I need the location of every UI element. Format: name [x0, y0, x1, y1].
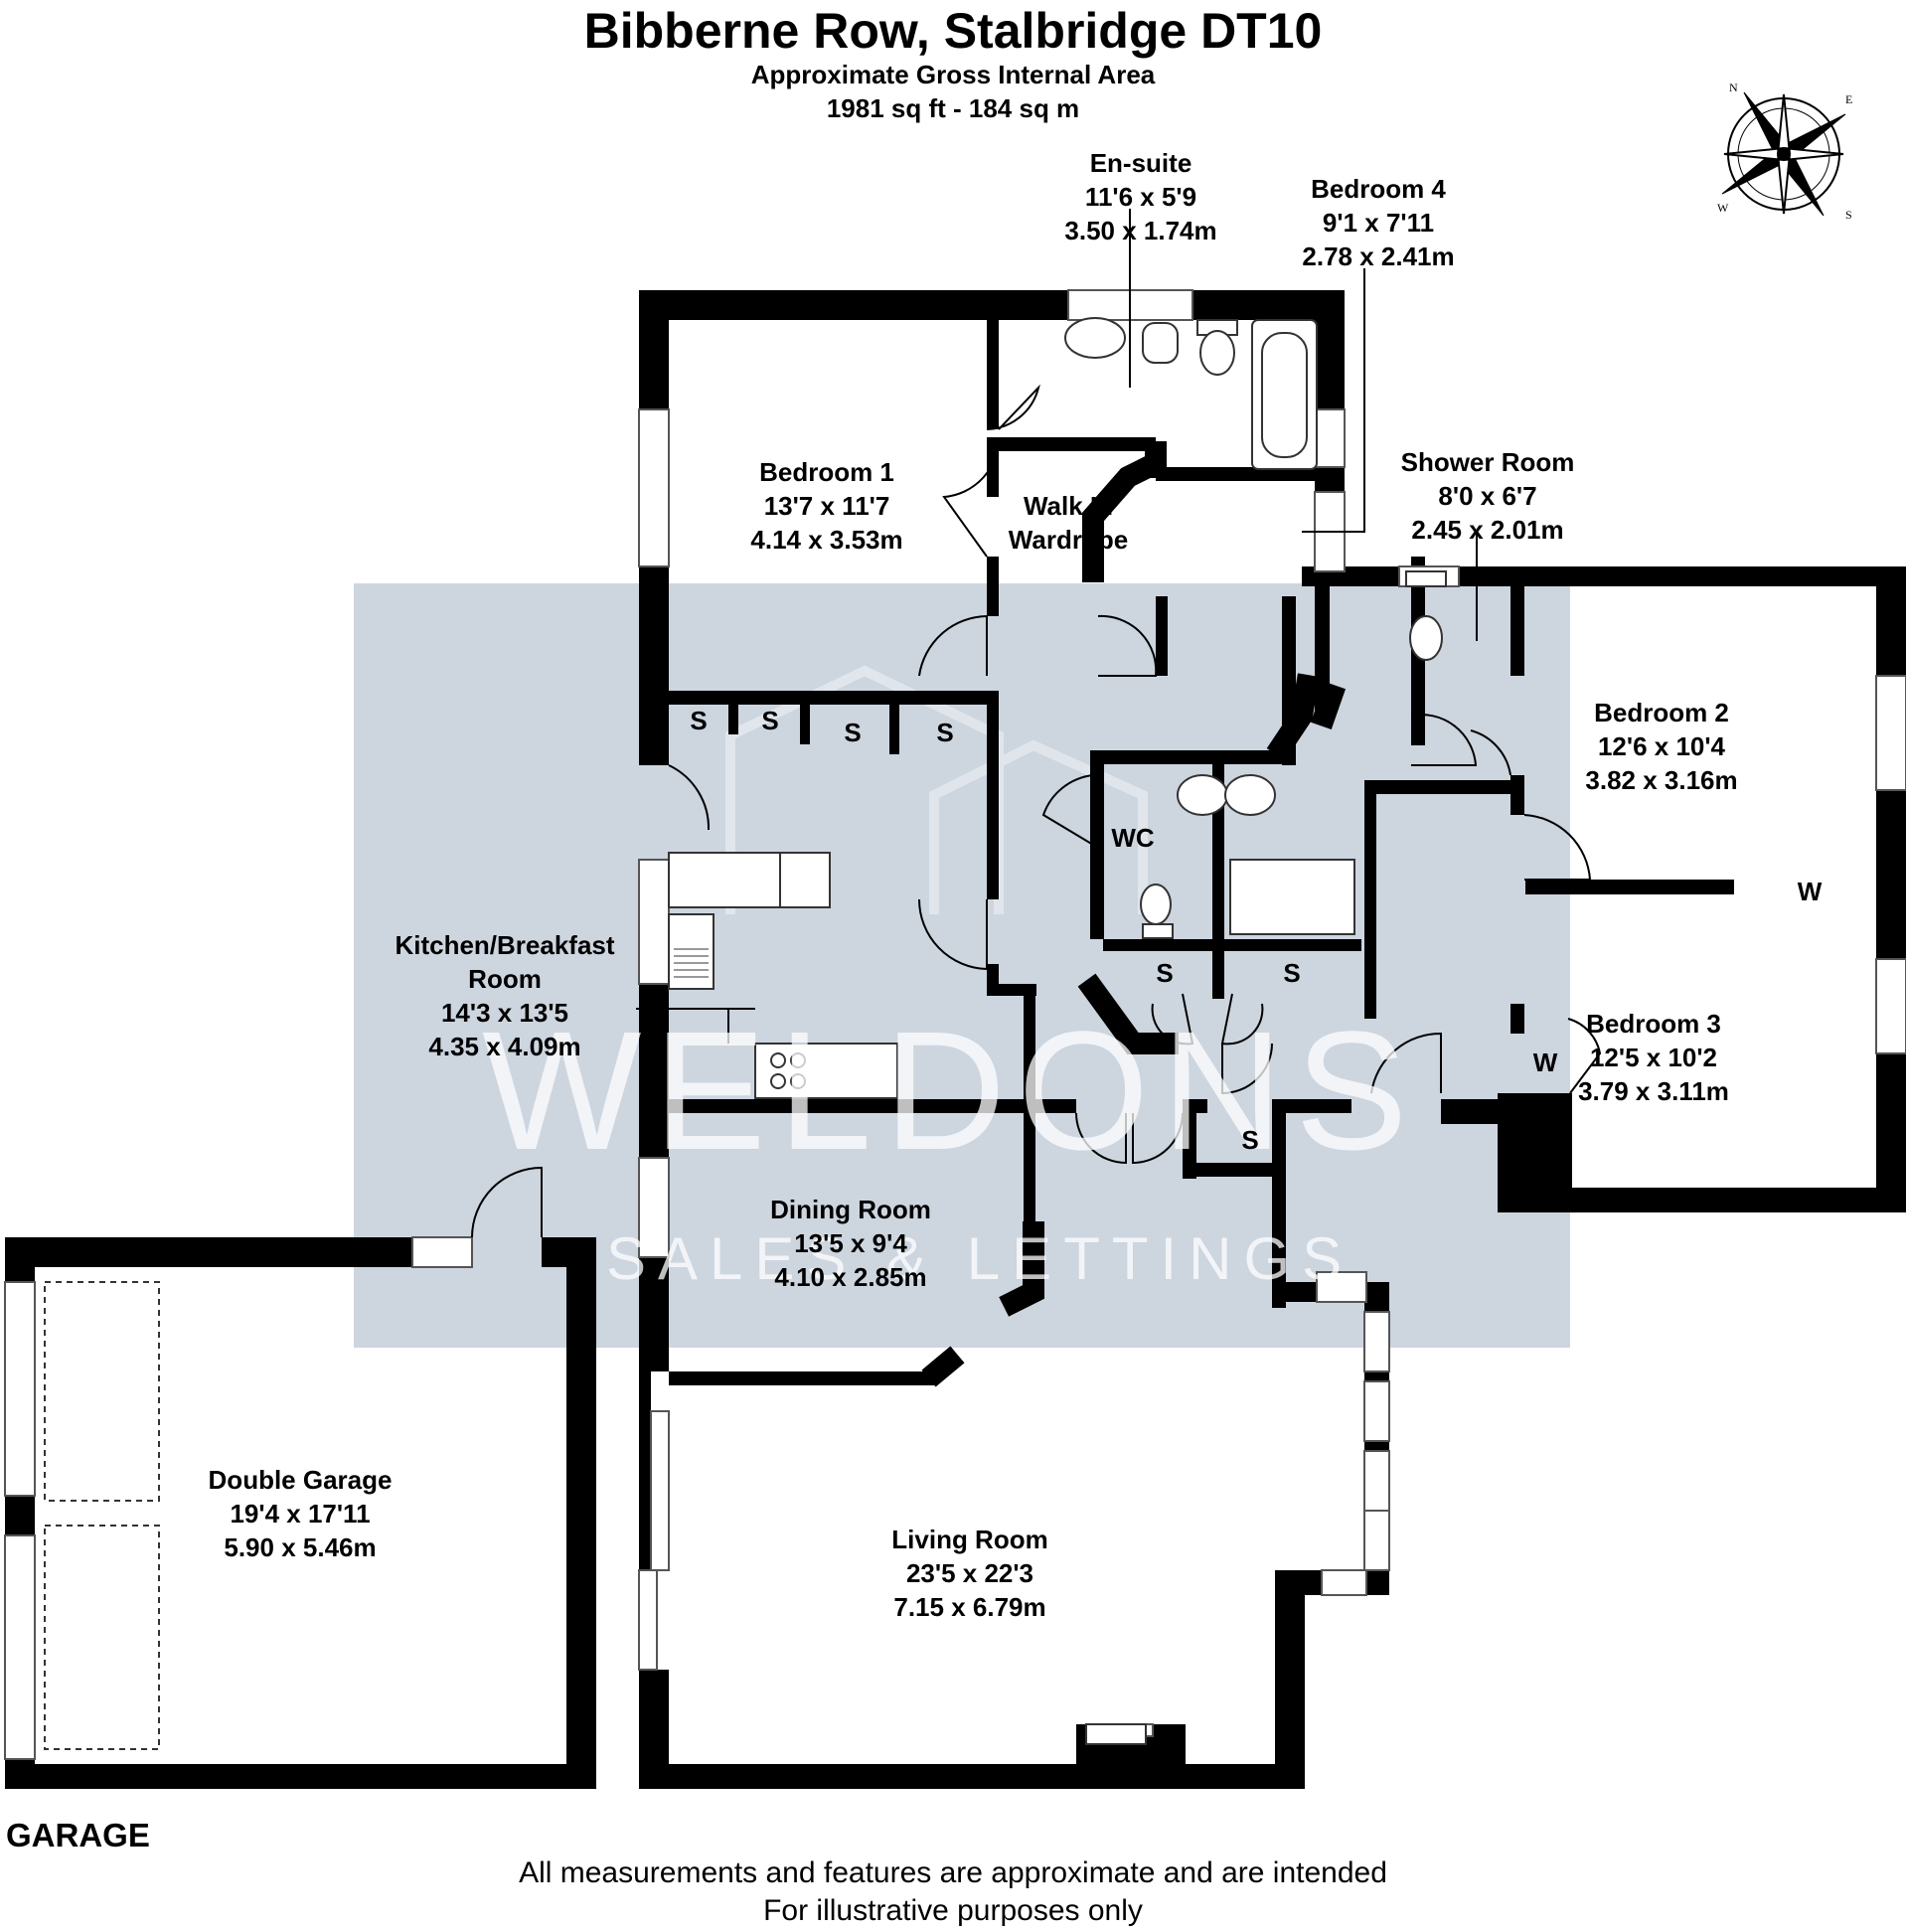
disclaimer-line1: All measurements and features are approx…: [519, 1856, 1387, 1889]
room-bedroom4-imperial: 9'1 x 7'11: [1322, 208, 1435, 238]
area-caption: Approximate Gross Internal Area: [750, 60, 1156, 89]
room-bedroom4: Bedroom 4 9'1 x 7'11 2.78 x 2.41m: [1302, 172, 1454, 273]
storage-label: S: [1156, 958, 1174, 988]
room-garage: Double Garage 19'4 x 17'11 5.90 x 5.46m: [209, 1463, 393, 1564]
room-kitchen-imperial: 14'3 x 13'5: [440, 998, 569, 1028]
room-bedroom3-imperial: 12'5 x 10'2: [1589, 1043, 1718, 1072]
storage-label: S: [1241, 1125, 1259, 1155]
room-living-imperial: 23'5 x 22'3: [905, 1558, 1034, 1588]
room-ensuite-metric: 3.50 x 1.74m: [1064, 216, 1217, 245]
room-dining-metric: 4.10 x 2.85m: [774, 1262, 927, 1292]
storage-label: S: [844, 718, 862, 747]
room-bedroom2-metric: 3.82 x 3.16m: [1585, 765, 1738, 795]
room-kitchen: Kitchen/Breakfast Room 14'3 x 13'5 4.35 …: [395, 928, 614, 1063]
room-bedroom1-imperial: 13'7 x 11'7: [763, 491, 890, 521]
storage-label: S: [1283, 958, 1301, 988]
storage-label: S: [690, 706, 708, 735]
angled-walls: [921, 441, 1347, 1387]
room-ensuite-imperial: 11'6 x 5'9: [1084, 182, 1197, 212]
room-shower-imperial: 8'0 x 6'7: [1438, 481, 1537, 511]
room-garage-name: Double Garage: [208, 1465, 393, 1495]
room-kitchen-line2: Room: [468, 964, 542, 994]
arrows: [636, 209, 1478, 1044]
room-living-name: Living Room: [891, 1525, 1048, 1554]
area-value: 1981 sq ft - 184 sq m: [826, 93, 1080, 123]
storage-label: S: [936, 718, 954, 747]
garage-door-outlines: [44, 1281, 160, 1750]
room-garage-imperial: 19'4 x 17'11: [230, 1499, 371, 1529]
windows: [4, 289, 1906, 1760]
compass-e: E: [1845, 92, 1852, 106]
room-garage-metric: 5.90 x 5.46m: [224, 1532, 377, 1562]
room-ensuite-name: En-suite: [1089, 148, 1192, 178]
room-dining: Dining Room 13'5 x 9'4 4.10 x 2.85m: [770, 1193, 931, 1294]
room-bedroom2-name: Bedroom 2: [1594, 698, 1729, 727]
room-walkin-wardrobe: Walk In Wardrobe: [1009, 489, 1128, 557]
compass-rose-icon: [1721, 91, 1846, 217]
compass-n: N: [1729, 80, 1738, 94]
room-bedroom4-metric: 2.78 x 2.41m: [1302, 242, 1455, 271]
room-bedroom1-metric: 4.14 x 3.53m: [750, 525, 903, 555]
wardrobe-label: W: [1532, 1047, 1558, 1077]
room-bedroom3-name: Bedroom 3: [1586, 1009, 1721, 1039]
door-swings: [471, 384, 1602, 1238]
room-kitchen-metric: 4.35 x 4.09m: [428, 1032, 581, 1061]
section-label-garage: GARAGE: [6, 1817, 150, 1853]
watermark-brand: WELDONS: [482, 997, 1420, 1186]
room-walkin-line1: Walk In: [1023, 491, 1114, 521]
room-bedroom3-metric: 3.79 x 3.11m: [1578, 1076, 1729, 1106]
page-title: Bibberne Row, Stalbridge DT10: [583, 3, 1323, 59]
room-bedroom1-name: Bedroom 1: [759, 457, 894, 487]
room-shower-metric: 2.45 x 2.01m: [1411, 515, 1564, 545]
room-ensuite: En-suite 11'6 x 5'9 3.50 x 1.74m: [1064, 146, 1216, 247]
room-living: Living Room 23'5 x 22'3 7.15 x 6.79m: [891, 1523, 1047, 1624]
wardrobe-label: W: [1797, 877, 1823, 906]
storage-label: S: [761, 706, 779, 735]
room-wc: WC: [1111, 821, 1154, 855]
watermark-tagline: SALES & LETTINGS: [606, 1225, 1354, 1292]
room-shower: Shower Room 8'0 x 6'7 2.45 x 2.01m: [1401, 445, 1575, 547]
sink-grid: [674, 948, 709, 978]
room-living-metric: 7.15 x 6.79m: [893, 1592, 1046, 1622]
room-wc-name: WC: [1111, 823, 1155, 853]
room-bedroom3: Bedroom 3 12'5 x 10'2 3.79 x 3.11m: [1578, 1007, 1729, 1108]
compass-w: W: [1717, 201, 1729, 215]
room-dining-name: Dining Room: [770, 1195, 931, 1224]
room-dining-imperial: 13'5 x 9'4: [794, 1228, 907, 1258]
disclaimer-line2: For illustrative purposes only: [763, 1894, 1143, 1927]
room-bedroom2-imperial: 12'6 x 10'4: [1597, 731, 1726, 761]
room-shower-name: Shower Room: [1400, 447, 1575, 477]
room-kitchen-line1: Kitchen/Breakfast: [395, 930, 615, 960]
compass-s: S: [1845, 208, 1852, 222]
room-bedroom4-name: Bedroom 4: [1311, 174, 1446, 204]
room-walkin-line2: Wardrobe: [1008, 525, 1129, 555]
room-bedroom2: Bedroom 2 12'6 x 10'4 3.82 x 3.16m: [1585, 696, 1737, 797]
room-bedroom1: Bedroom 1 13'7 x 11'7 4.14 x 3.53m: [750, 455, 902, 557]
